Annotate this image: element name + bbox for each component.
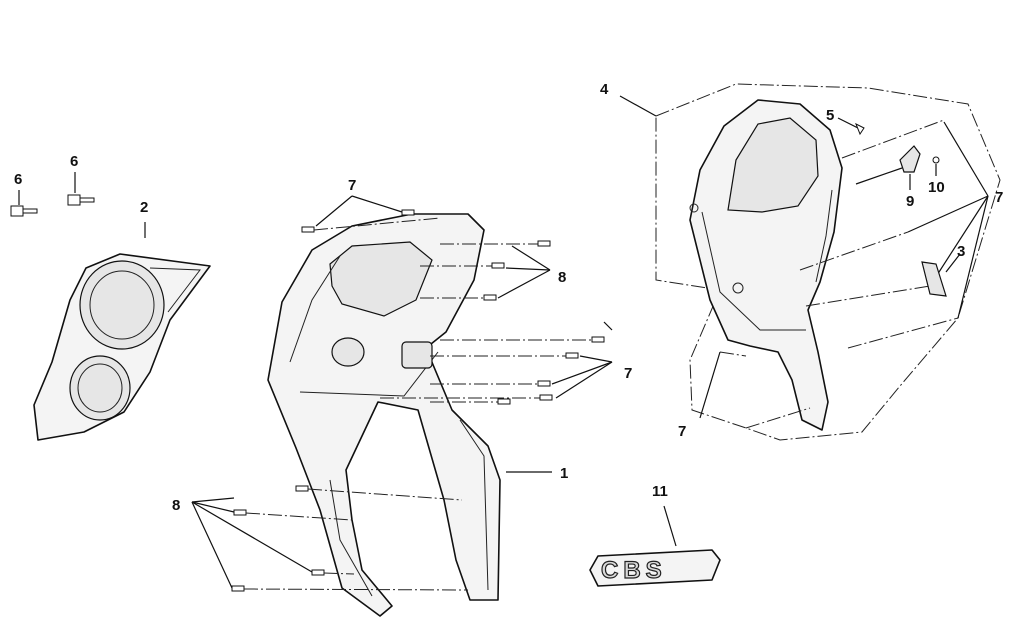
callout-7-right: 7	[995, 189, 1003, 206]
part-8-screws-lower	[191, 485, 469, 592]
part-11-cbs-badge: CBS	[589, 505, 721, 587]
cbs-badge-text: CBS	[601, 557, 667, 584]
part-6-screw-right	[67, 172, 95, 206]
part-7-screws-panel-top	[301, 195, 441, 233]
callout-9: 9	[906, 193, 914, 210]
part-6-screw-left	[10, 190, 38, 217]
callout-8-upper: 8	[558, 269, 566, 286]
callout-7-top: 7	[348, 177, 356, 194]
callout-11: 11	[652, 483, 668, 500]
part-7-screws-cover	[699, 119, 989, 429]
callout-7-mid: 7	[624, 365, 632, 382]
callout-3: 3	[957, 243, 965, 260]
part-3-small-plate	[921, 253, 961, 297]
callout-1: 1	[560, 465, 568, 482]
callout-8-lower: 8	[172, 497, 180, 514]
callout-10: 10	[928, 179, 945, 196]
part-7-screws-panel-right	[380, 321, 613, 405]
callout-6-right: 6	[70, 153, 78, 170]
callout-6-left: 6	[14, 171, 22, 188]
callout-5: 5	[826, 107, 834, 124]
part-1-front-panel	[267, 213, 552, 617]
part-9-bracket	[855, 145, 921, 190]
callout-7-bottom: 7	[678, 423, 686, 440]
part-2-headlight-housing	[33, 222, 211, 441]
part-5-clip	[837, 117, 865, 136]
part-8-screws-upper	[420, 240, 551, 301]
callout-4: 4	[600, 81, 609, 98]
part-4-inner-cover	[619, 83, 1001, 441]
callout-2: 2	[140, 199, 148, 216]
part-10-nut	[932, 156, 940, 176]
